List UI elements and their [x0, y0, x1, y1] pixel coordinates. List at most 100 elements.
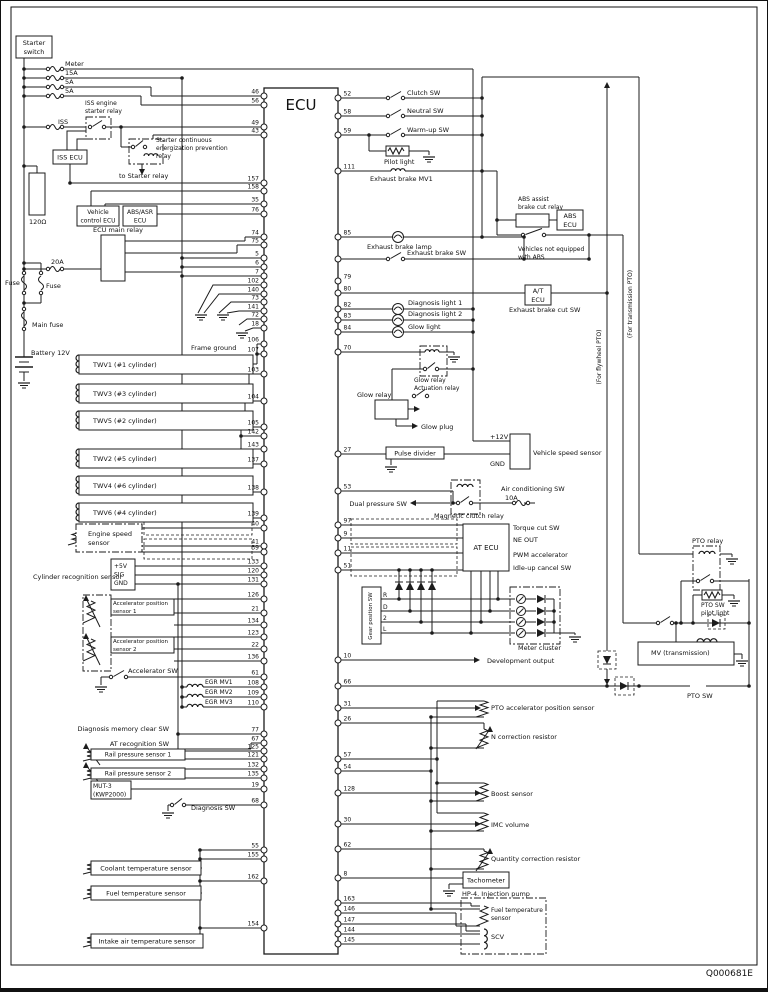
vehicle-speed-sensor: Vehicle speed sensor	[533, 449, 602, 457]
ecu-pin-left-21: 21	[251, 606, 268, 617]
ecu-pin-right-80: 80	[334, 286, 351, 297]
pto-relay: PTO relay	[692, 537, 723, 545]
ecu-pin-left-67: 67	[251, 736, 268, 747]
hp4-injection-pump: HP-4. Injection pump	[462, 890, 530, 898]
pin-number: 141	[248, 304, 260, 311]
ecu-pin-right-11: 11	[334, 546, 351, 557]
rail-pressure-sensor-2-label: Rail pressure sensor 2	[105, 771, 172, 778]
ecu-pin-right-51: 51	[334, 563, 352, 574]
pin-number: 46	[251, 89, 259, 96]
pin-number: 82	[344, 302, 352, 309]
twv6: TWV6 (#4 cylinder)	[78, 502, 254, 523]
ecu-pin-left-157: 157	[248, 176, 268, 187]
glow-light: Glow light	[408, 323, 441, 331]
ecu-pin-left-68: 68	[251, 798, 268, 809]
cylinder-rec-connector-label: SIG	[114, 572, 125, 579]
pin-number: 70	[344, 345, 352, 352]
ecu-pin-left-106: 106	[248, 337, 268, 348]
to-starter-relay: to Starter relay	[119, 172, 169, 180]
twv6-label: TWV6 (#4 cylinder)	[92, 509, 157, 517]
ecu-pin-right-57: 57	[334, 752, 351, 763]
mv-transmission: MV (transmission)	[651, 649, 710, 657]
ecu-pin-left-120: 120	[248, 568, 268, 579]
pin-number: 73	[251, 295, 259, 302]
pin-number: 19	[251, 782, 259, 789]
ecu-pin-left-61: 61	[251, 670, 268, 681]
neutral-sw: Neutral SW	[407, 107, 444, 115]
ecu-pin-right-128: 128	[334, 786, 355, 797]
pin-number: 157	[248, 176, 260, 183]
pin-number: 49	[251, 120, 259, 127]
ecu-pin-left-73: 73	[251, 295, 268, 306]
pin-number: 133	[248, 559, 260, 566]
ecu-pin-left-102: 102	[248, 278, 268, 289]
glow-relay: Glow relay	[357, 391, 392, 399]
diagnosis-sw: Diagnosis SW	[191, 804, 236, 812]
rail-pressure-sensor-1: Rail pressure sensor 1	[90, 748, 186, 761]
ecu-pin-right-111: 111	[334, 164, 356, 175]
gear-l: L	[383, 626, 387, 633]
pin-number: 138	[248, 485, 260, 492]
ecu-box-label: ECU	[286, 96, 317, 114]
mut-3-label: (KWP2000)	[93, 791, 126, 798]
ecu-pin-right-59: 59	[334, 128, 351, 139]
ecu-pin-left-137: 137	[248, 457, 268, 468]
accel-position-sensor-1-label: sensor 1	[113, 609, 136, 615]
for-transmission-pto: (For transmission PTO)	[627, 270, 634, 338]
exhaust-brake-mv1: Exhaust brake MV1	[370, 175, 433, 183]
abs-asr-ecu-label: ABS/ASR	[127, 209, 153, 216]
ecu-pin-left-104: 104	[248, 394, 268, 405]
pin-number: 111	[344, 164, 356, 171]
rail-pressure-sensor-1-label: Rail pressure sensor 1	[105, 752, 172, 759]
main-fuse: Main fuse	[32, 321, 63, 329]
ecu-pin-right-146: 146	[334, 906, 355, 917]
ecu-pin-left-40: 40	[251, 521, 268, 532]
fuse-5a-2: 5A	[65, 87, 74, 95]
air-conditioning-sw: Air conditioning SW	[501, 485, 565, 493]
exhaust-brake-lamp: Exhaust brake lamp	[367, 243, 432, 251]
gear-2: 2	[383, 615, 387, 622]
pin-number: 107	[248, 347, 260, 354]
glow-relay-box	[374, 399, 409, 420]
pin-number: 8	[344, 871, 348, 878]
torque-cut-sw: Torque cut SW	[512, 524, 560, 532]
pin-number: 131	[248, 577, 260, 584]
pin-number: 83	[344, 313, 352, 320]
pin-number: 53	[344, 484, 352, 491]
pin-number: 154	[248, 921, 260, 928]
rail-pressure-sensor-2: Rail pressure sensor 2	[90, 767, 186, 780]
pin-number: 75	[251, 238, 259, 245]
pin-number: 54	[344, 764, 352, 771]
fuse-15a: 15A	[65, 69, 78, 77]
at-ecu-1-label: A/T	[533, 287, 544, 295]
twv4-label: TWV4 (#6 cylinder)	[92, 482, 157, 490]
ecu-pin-left-141: 141	[248, 304, 268, 315]
pulse-divider: Pulse divider	[385, 446, 445, 460]
coolant-temperature-sensor: Coolant temperature sensor	[90, 860, 202, 876]
idle-up-cancel-sw: Idle-up cancel SW	[513, 564, 572, 572]
pin-number: 109	[248, 690, 260, 697]
pin-number: 51	[344, 563, 352, 570]
gear-r: R	[383, 592, 387, 599]
frame-ground: Frame ground	[191, 344, 236, 352]
fuse-20a: 20A	[51, 258, 64, 266]
pin-number: 27	[344, 447, 352, 454]
ecu-pin-right-9: 9	[334, 531, 348, 542]
pin-number: 144	[344, 927, 356, 934]
ecu-pin-left-49: 49	[251, 120, 268, 131]
fuse-right: Fuse	[46, 282, 61, 290]
pin-number: 26	[344, 716, 352, 723]
ecu-pin-left-154: 154	[248, 921, 268, 932]
glow-plug: Glow plug	[421, 423, 453, 431]
pin-number: 6	[255, 260, 259, 267]
ecu-pin-right-70: 70	[334, 345, 352, 356]
ecu-pin-right-85: 85	[334, 230, 351, 241]
pin-number: 67	[251, 736, 259, 743]
